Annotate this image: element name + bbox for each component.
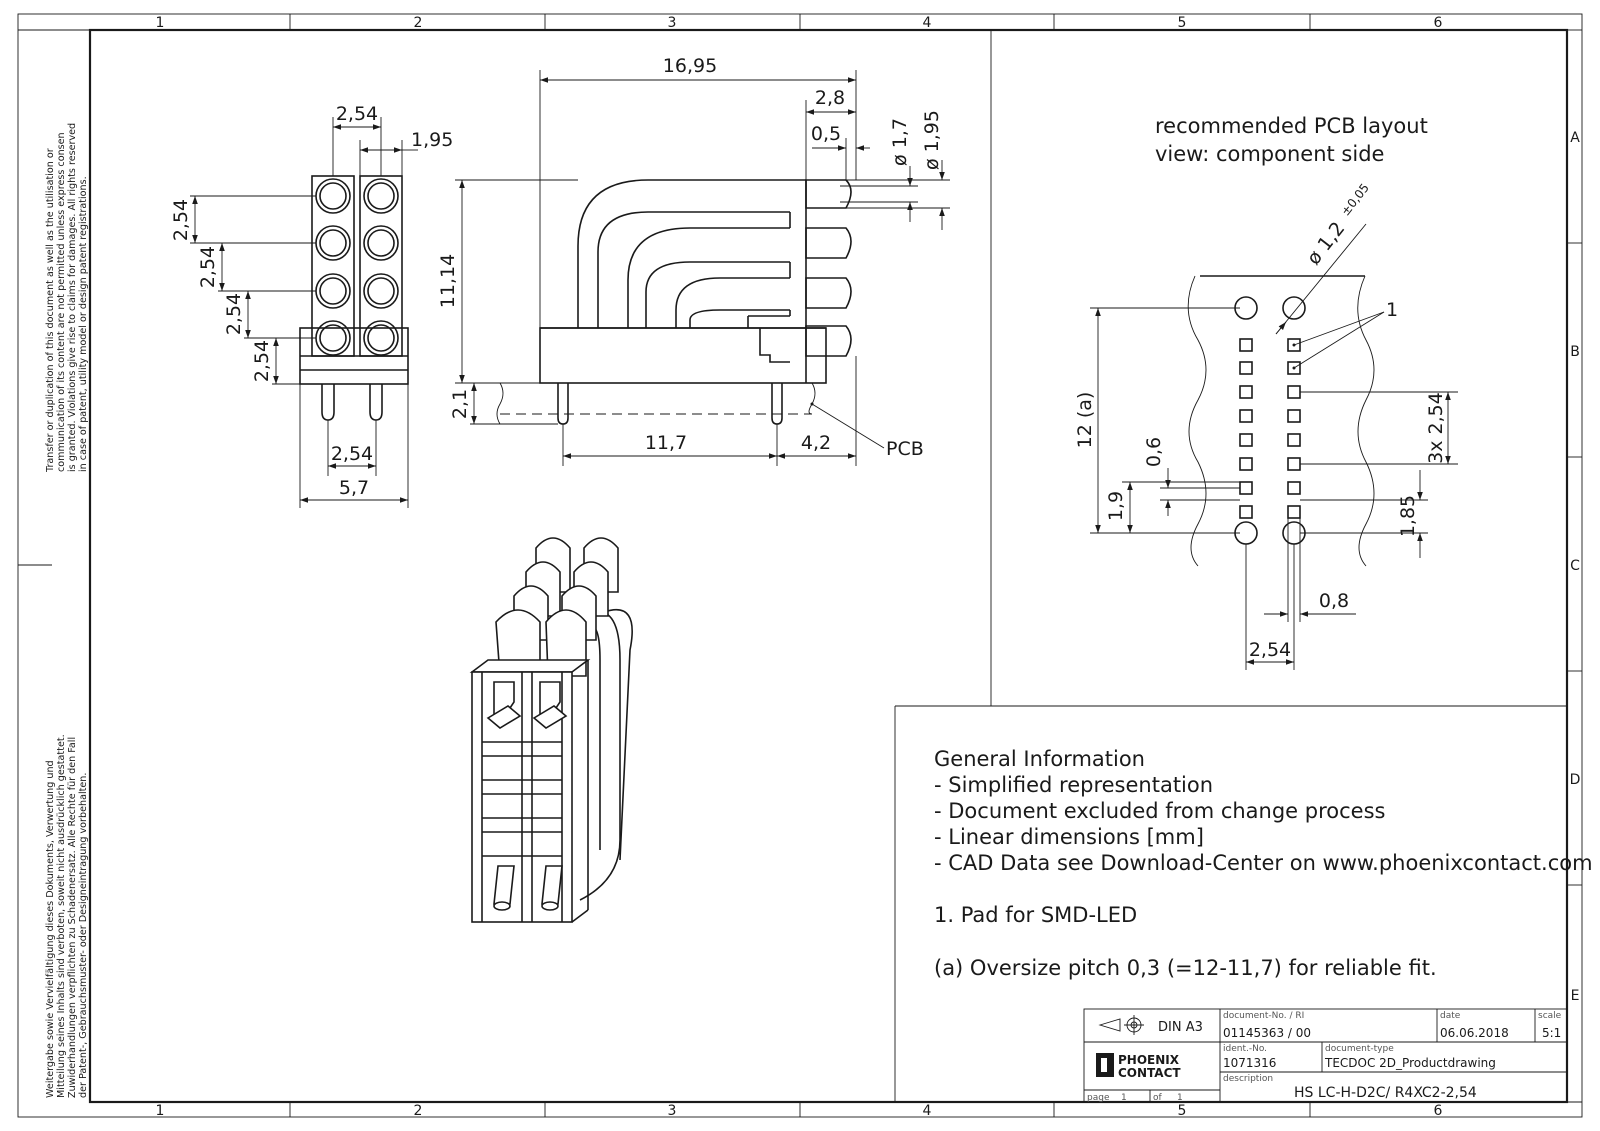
row-label: E [1571,988,1580,1004]
svg-text:der Patent-, Gebrauchsmuster-: der Patent-, Gebrauchsmuster- oder Desig… [78,773,89,1098]
svg-text:PHOENIX: PHOENIX [1118,1053,1180,1067]
col-label: 6 [1434,1103,1443,1119]
note-1: 1. Pad for SMD-LED [934,903,1137,927]
general-info-heading: General Information [934,747,1145,771]
date-label: date [1440,1011,1461,1021]
pcb-layout-subtitle: view: component side [1155,142,1384,166]
dim-label: 4,2 [801,432,831,454]
of-label: of [1153,1093,1163,1103]
dim-label: 3x 2,54 [1425,392,1447,464]
callout-label: 1 [1386,299,1398,321]
row-label: D [1570,772,1581,788]
info-item: - Document excluded from change process [934,799,1385,823]
dim-label: 5,7 [339,477,369,499]
dim-tolerance: ±0,05 [1338,181,1372,219]
description-label: description [1223,1074,1273,1084]
svg-text:Transfer or duplication of thi: Transfer or duplication of this document… [45,148,56,473]
dim-label: 1,95 [411,129,453,151]
pcb-layout-title: recommended PCB layout [1155,114,1428,138]
dim-label: ø 1,2 [1303,218,1350,269]
page-number: 1 [1121,1093,1127,1103]
dim-label: ø 1,95 [921,110,943,170]
svg-text:Mitteilung seines Inhalts sind: Mitteilung seines Inhalts sind verboten,… [56,734,67,1098]
dim-label: 1,85 [1397,495,1419,537]
col-label: 3 [668,1103,677,1119]
dim-label: 0,6 [1143,437,1165,467]
col-label: 2 [414,1103,423,1119]
dim-label: 0,8 [1319,590,1349,612]
pcb-layout: recommended PCB layout view: component s… [1074,114,1458,670]
page-label: page [1087,1093,1110,1103]
phoenix-contact-logo: PHOENIX CONTACT [1096,1053,1181,1080]
projection-symbol-icon [1098,1015,1144,1035]
description: HS LC-H-D2C/ R4XC2-2,54 [1294,1085,1477,1101]
doc-no-label: document-No. / RI [1223,1011,1304,1021]
dim-label: 2,54 [251,340,273,382]
front-view: 2,54 1,95 2,54 2,54 2,54 2,54 2,54 5,7 [170,103,453,508]
dim-label: 12 (a) [1074,392,1096,449]
col-label: 1 [156,1103,165,1119]
general-information: General Information - Simplified represe… [934,747,1593,980]
row-label: A [1570,130,1580,146]
copyright-note-de: Weitergabe sowie Vervielfältigung dieses… [45,734,89,1098]
dim-label: 2,54 [223,293,245,335]
page-total: 1 [1177,1093,1183,1103]
dim-label: ø 1,7 [889,118,911,166]
col-label: 2 [414,15,423,31]
scale: 5:1 [1542,1026,1561,1040]
dim-label: 0,5 [811,123,841,145]
dim-label: 2,54 [1249,639,1291,661]
info-item: - Simplified representation [934,773,1213,797]
doc-no: 01145363 / 00 [1223,1026,1311,1040]
col-label: 1 [156,15,165,31]
doctype-label: document-type [1325,1044,1394,1054]
dim-label: 2,8 [815,87,845,109]
dim-label: 11,14 [437,254,459,308]
isometric-view [469,537,633,923]
info-item: - Linear dimensions [mm] [934,825,1204,849]
svg-text:is granted. Violations give ri: is granted. Violations give rise to clai… [67,123,78,472]
svg-text:communication of its content a: communication of its content are not per… [56,132,67,472]
col-label: 6 [1434,15,1443,31]
row-label: B [1570,344,1580,360]
dim-label: 2,54 [170,199,192,241]
col-label: 4 [923,15,932,31]
side-view: 16,95 2,8 0,5 ø 1,7 ø 1,95 11,14 2,1 11,… [437,55,950,466]
dim-label: 1,9 [1105,491,1127,521]
note-a: (a) Oversize pitch 0,3 (=12-11,7) for re… [934,956,1437,980]
dim-label: 11,7 [645,432,687,454]
copyright-note-en: Transfer or duplication of this document… [45,123,89,473]
dim-label: 2,54 [336,103,378,125]
svg-text:CONTACT: CONTACT [1118,1066,1181,1080]
ident-no: 1071316 [1223,1056,1276,1070]
col-label: 3 [668,15,677,31]
col-label: 4 [923,1103,932,1119]
col-label: 5 [1178,1103,1187,1119]
row-label: C [1570,558,1580,574]
doctype: TECDOC 2D_Productdrawing [1324,1056,1496,1070]
dim-label: 2,1 [449,389,471,419]
dim-label: 2,54 [331,443,373,465]
info-item: - CAD Data see Download-Center on www.ph… [934,851,1593,875]
svg-text:in case of patent, utility mod: in case of patent, utility model or desi… [78,176,89,472]
col-label: 5 [1178,15,1187,31]
title-block: DIN A3 document-No. / RI 01145363 / 00 d… [1083,1008,1568,1103]
scale-label: scale [1538,1011,1562,1021]
dim-label: 2,54 [197,246,219,288]
pcb-label: PCB [886,438,924,460]
svg-text:Weitergabe sowie Vervielfältig: Weitergabe sowie Vervielfältigung dieses… [45,760,56,1098]
svg-text:Zuwiderhandlungen verpflichten: Zuwiderhandlungen verpflichten zu Schade… [67,737,78,1098]
date: 06.06.2018 [1440,1026,1509,1040]
dim-label: 16,95 [663,55,717,77]
ident-label: ident.-No. [1223,1044,1267,1054]
sheet-format: DIN A3 [1158,1020,1203,1035]
